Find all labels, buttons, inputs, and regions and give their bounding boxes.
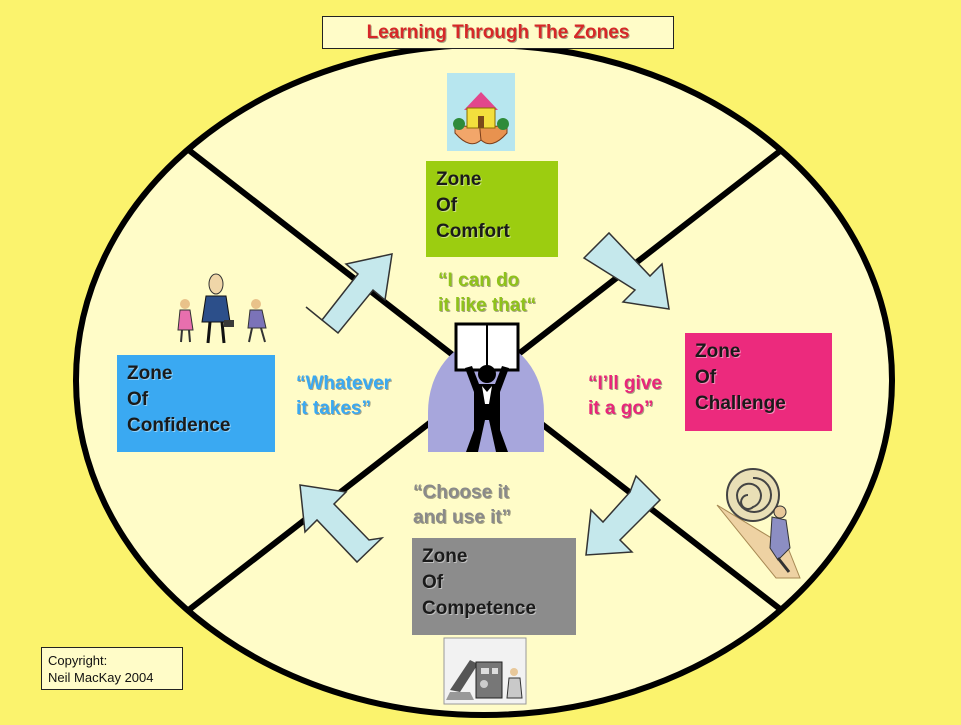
zone-challenge-line-2: Of <box>695 367 717 388</box>
zone-confidence-box: Zone Of Confidence <box>117 355 275 452</box>
quote-competence-line-2: and use it” <box>413 507 512 528</box>
arrow-comfort-to-challenge <box>582 231 670 310</box>
machinery-icon <box>443 637 527 705</box>
zone-competence-box: Zone Of Competence <box>412 538 576 635</box>
quote-confidence-line-1: “Whatever <box>296 373 392 394</box>
zone-comfort-line-2: Of <box>436 195 458 216</box>
person-pushing-boulder-icon <box>716 468 801 579</box>
quote-confidence: “Whatever it takes” <box>296 371 391 421</box>
quote-competence-line-1: “Choose it <box>413 482 510 503</box>
quote-challenge-line-2: it a go” <box>588 398 654 419</box>
zone-comfort-box: Zone Of Comfort <box>426 161 558 257</box>
zone-challenge-line-3: Challenge <box>695 393 786 414</box>
zone-challenge-box: Zone Of Challenge <box>685 333 832 431</box>
zone-comfort-line-3: Comfort <box>436 221 510 242</box>
zone-confidence-line-3: Confidence <box>127 415 231 436</box>
arrow-challenge-to-competence <box>585 474 662 556</box>
quote-comfort-line-1: “I can do <box>438 270 520 291</box>
quote-confidence-line-2: it takes” <box>296 398 371 419</box>
quote-challenge: “I’ll give it a go” <box>588 371 662 421</box>
zone-challenge-line-1: Zone <box>695 341 741 362</box>
copyright-box: Copyright: Neil MacKay 2004 <box>41 647 183 690</box>
arrow-confidence-to-comfort <box>305 253 393 335</box>
quote-comfort-line-2: it like that“ <box>438 295 537 316</box>
copyright-label: Copyright: <box>48 653 108 668</box>
zone-confidence-line-1: Zone <box>127 363 173 384</box>
arrow-competence-to-confidence <box>299 484 385 564</box>
quote-challenge-line-1: “I’ll give <box>588 373 662 394</box>
zone-competence-line-3: Competence <box>422 598 537 619</box>
zone-comfort-line-1: Zone <box>436 169 482 190</box>
copyright-author: Neil MacKay 2004 <box>48 670 154 685</box>
zone-confidence-line-2: Of <box>127 389 149 410</box>
house-in-hands-icon <box>447 73 515 151</box>
person-holding-book-icon <box>454 322 520 452</box>
business-people-icon <box>177 273 267 344</box>
quote-comfort: “I can do it like that“ <box>438 268 536 318</box>
zone-competence-line-1: Zone <box>422 546 468 567</box>
quote-competence: “Choose it and use it” <box>413 480 511 530</box>
diagram-title: Learning Through The Zones <box>322 16 674 49</box>
zone-competence-line-2: Of <box>422 572 444 593</box>
